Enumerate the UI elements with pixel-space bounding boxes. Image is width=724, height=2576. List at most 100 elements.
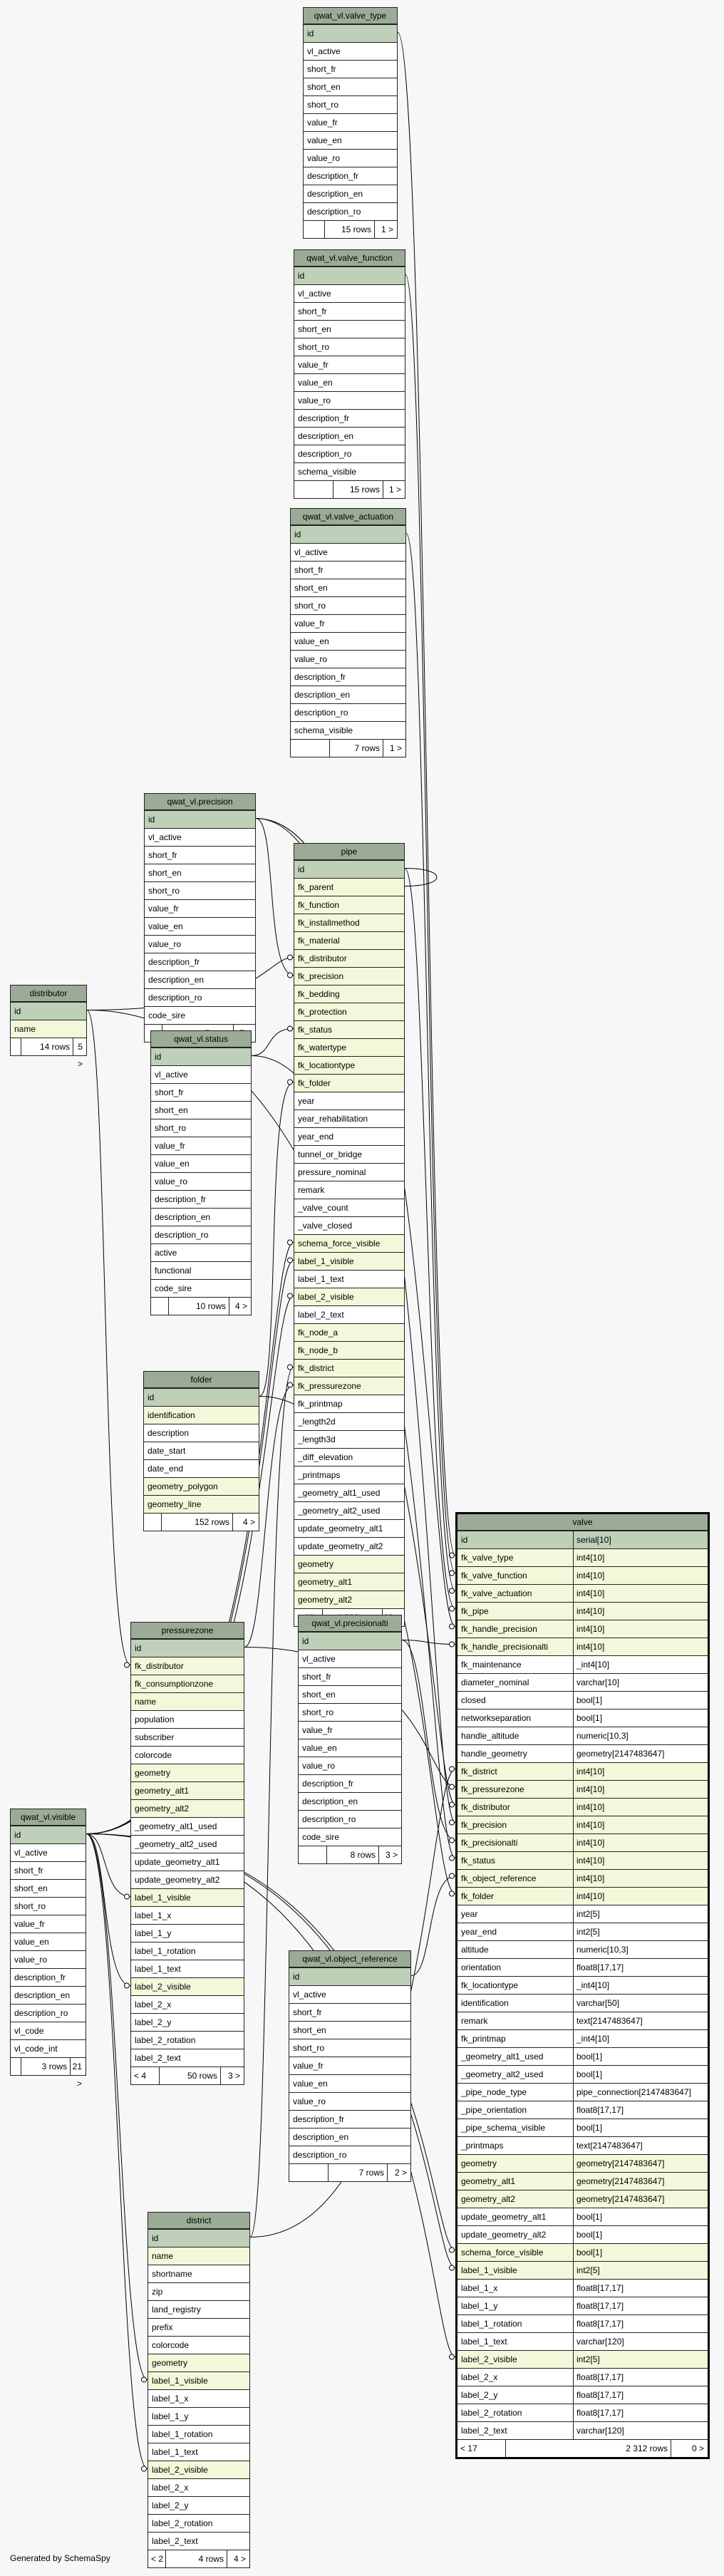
column-row[interactable]: value_ro	[304, 149, 397, 167]
column-row[interactable]: short_en	[299, 1685, 401, 1703]
column-row[interactable]: code_sire	[145, 1006, 255, 1024]
column-row[interactable]: label_1_visible	[148, 2371, 249, 2389]
column-row[interactable]: description_ro	[294, 445, 405, 462]
column-row[interactable]: fk_node_a	[294, 1323, 404, 1341]
column-row[interactable]: label_1_y	[148, 2407, 249, 2425]
column-row[interactable]: vl_active	[294, 284, 405, 302]
column-row[interactable]: schema_visible	[294, 462, 405, 480]
column-row[interactable]: short_en	[11, 1879, 86, 1897]
column-row[interactable]: description_fr	[294, 409, 405, 427]
column-row[interactable]: id	[148, 2229, 249, 2247]
column-row[interactable]: id	[289, 1967, 410, 1985]
footer-next-count[interactable]: 1 >	[389, 743, 402, 753]
footer-prev-count[interactable]	[144, 1514, 162, 1531]
column-row[interactable]: fk_maintenance_int4[10]	[457, 1655, 708, 1673]
column-row[interactable]: value_ro	[151, 1172, 251, 1190]
column-row[interactable]: description_fr	[289, 2110, 410, 2128]
column-row[interactable]: short_ro	[145, 881, 255, 899]
column-row[interactable]: description_en	[291, 686, 405, 703]
column-row[interactable]: description_ro	[291, 703, 405, 721]
footer-prev-count[interactable]	[294, 481, 333, 498]
table-title[interactable]: qwat_vl.precisionalti	[299, 1615, 401, 1632]
table-title[interactable]: district	[148, 2213, 249, 2229]
table-title[interactable]: folder	[144, 1372, 259, 1388]
column-row[interactable]: value_en	[151, 1154, 251, 1172]
column-row[interactable]: fk_locationtype	[294, 1056, 404, 1074]
column-row[interactable]: description_en	[294, 427, 405, 445]
footer-prev-count[interactable]	[291, 740, 330, 757]
column-row[interactable]: year_rehabilitation	[294, 1109, 404, 1127]
footer-prev-count[interactable]	[11, 1038, 21, 1055]
column-row[interactable]: short_ro	[304, 95, 397, 113]
column-row[interactable]: short_fr	[294, 302, 405, 320]
column-row[interactable]: label_2_text	[294, 1305, 404, 1323]
footer-prev-count[interactable]	[11, 2058, 21, 2075]
column-row[interactable]: geometry_alt2	[294, 1590, 404, 1608]
table-title[interactable]: qwat_vl.valve_actuation	[291, 509, 405, 525]
column-row[interactable]: id	[294, 860, 404, 878]
column-row[interactable]: date_start	[144, 1442, 259, 1459]
column-row[interactable]: remark	[294, 1181, 404, 1199]
column-row[interactable]: short_ro	[151, 1119, 251, 1137]
table-title[interactable]: qwat_vl.valve_function	[294, 250, 405, 267]
column-row[interactable]: id	[151, 1048, 251, 1065]
column-row[interactable]: fk_function	[294, 896, 404, 914]
column-row[interactable]: label_1_visible	[294, 1252, 404, 1270]
column-row[interactable]: description_fr	[291, 668, 405, 686]
column-row[interactable]: label_2_text	[148, 2532, 249, 2550]
column-row[interactable]: geometry	[294, 1555, 404, 1573]
column-row[interactable]: value_en	[11, 1933, 86, 1950]
column-row[interactable]: description_ro	[304, 202, 397, 220]
column-row[interactable]: _geometry_alt1_used	[131, 1817, 244, 1835]
column-row[interactable]: id	[294, 267, 405, 284]
column-row[interactable]: value_fr	[294, 356, 405, 373]
column-row[interactable]: label_2_x	[131, 1995, 244, 2013]
column-row[interactable]: value_en	[289, 2074, 410, 2092]
column-row[interactable]: date_end	[144, 1459, 259, 1477]
column-row[interactable]: label_2_y	[148, 2496, 249, 2514]
column-row[interactable]: name	[131, 1692, 244, 1710]
column-row[interactable]: label_2_rotation	[131, 2031, 244, 2049]
column-row[interactable]: label_1_visible	[131, 1888, 244, 1906]
column-row[interactable]: prefix	[148, 2318, 249, 2336]
column-row[interactable]: short_en	[304, 78, 397, 95]
column-row[interactable]: short_en	[145, 864, 255, 881]
column-row[interactable]: short_fr	[151, 1083, 251, 1101]
column-row[interactable]: value_ro	[145, 935, 255, 953]
footer-next-count[interactable]: 4 >	[234, 1301, 247, 1311]
column-row[interactable]: value_ro	[291, 650, 405, 668]
column-row[interactable]: geometry_alt1	[131, 1781, 244, 1799]
column-row[interactable]: short_ro	[291, 596, 405, 614]
column-row[interactable]: fk_installmethod	[294, 914, 404, 931]
table-title[interactable]: distributor	[11, 986, 86, 1002]
